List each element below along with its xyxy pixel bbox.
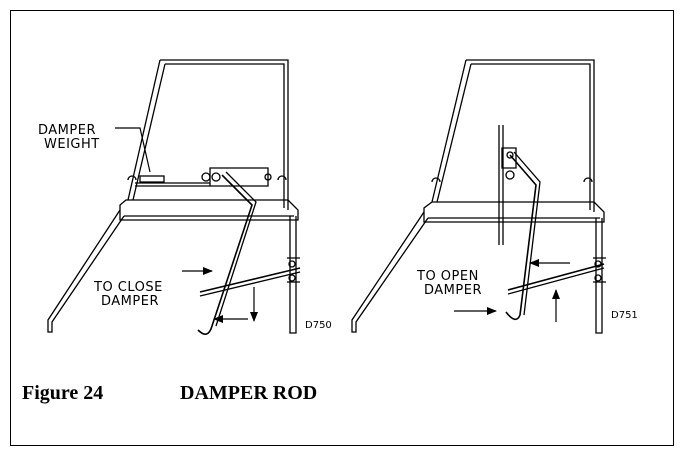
left-drawing-code: D750 <box>305 320 332 331</box>
right-damper-rod <box>505 154 537 321</box>
right-diagram <box>351 59 606 334</box>
right-arrows <box>454 259 570 322</box>
figure-number: Figure 24 <box>22 382 104 404</box>
figure-caption: Figure 24 DAMPER ROD <box>22 382 317 405</box>
left-arrows <box>115 127 258 323</box>
figure-frame <box>10 10 674 446</box>
left-housing-wall <box>160 59 289 210</box>
damper-weight-label-line2: WEIGHT <box>44 137 100 152</box>
figure-title: DAMPER ROD <box>180 382 318 404</box>
to-close-label-line1: TO CLOSE <box>93 280 163 295</box>
right-housing-wall <box>466 59 595 212</box>
to-close-label-line2: DAMPER <box>101 294 159 309</box>
right-collar <box>423 201 605 223</box>
right-drawing-code: D751 <box>611 310 638 321</box>
damper-weight-label-line1: DAMPER <box>38 123 96 138</box>
left-diagram <box>47 59 301 335</box>
to-open-label-line1: TO OPEN <box>416 269 479 284</box>
damper-weight-shape <box>139 175 165 183</box>
left-collar <box>119 199 299 221</box>
to-open-label-line2: DAMPER <box>424 283 482 298</box>
left-damper-rod <box>197 174 253 335</box>
